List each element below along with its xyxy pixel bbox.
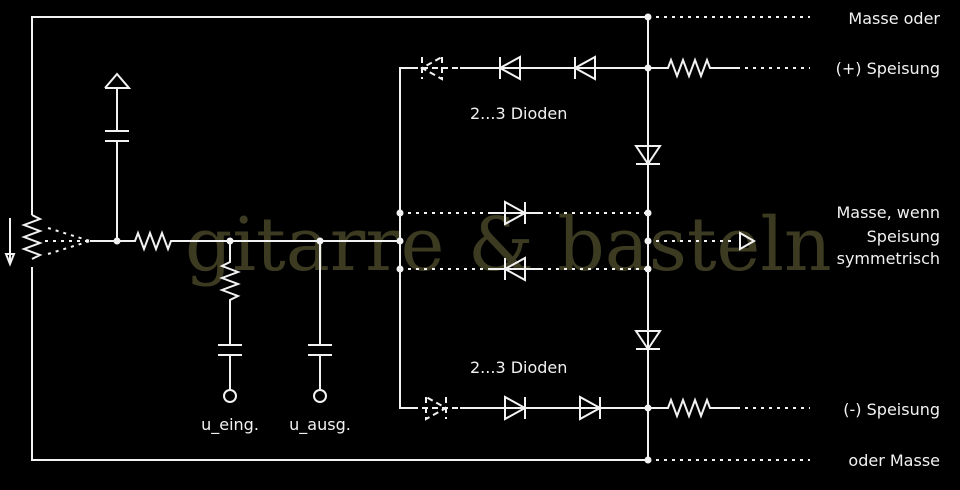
label-masse-wenn-3: symmetrisch	[837, 249, 940, 268]
label-oder-masse: oder Masse	[848, 451, 940, 470]
junction-dot	[644, 456, 652, 464]
label-u-eing: u_eing.	[201, 415, 259, 435]
label-dioden-top: 2...3 Dioden	[470, 104, 567, 123]
output-terminal	[313, 389, 327, 403]
diode-icon	[504, 395, 528, 421]
junction-dot	[644, 209, 652, 217]
potentiometer	[21, 214, 43, 260]
input-terminal	[223, 389, 237, 403]
input-branch	[218, 241, 242, 390]
input-resistor	[90, 230, 400, 252]
diode-icon	[634, 145, 662, 166]
junction-dot	[644, 404, 652, 412]
diode-icon	[504, 200, 528, 226]
pot-wiper	[45, 227, 91, 255]
diode-icon	[502, 256, 526, 282]
label-plus-speisung: (+) Speisung	[836, 59, 940, 78]
diodes	[412, 55, 662, 421]
junction-dot	[226, 237, 234, 245]
label-minus-speisung: (-) Speisung	[843, 400, 940, 419]
diode-icon	[497, 55, 521, 81]
pot-direction-arrow-icon	[4, 218, 16, 267]
ground-arrow-icon	[739, 231, 757, 251]
junctions	[113, 13, 652, 464]
junction-dot	[644, 265, 652, 273]
label-masse-wenn-2: Speisung	[867, 227, 940, 246]
output-branch	[308, 241, 332, 390]
junction-dot	[396, 209, 404, 217]
optional-diode-icon	[419, 55, 443, 81]
junction-dot	[396, 237, 404, 245]
junction-dot	[644, 64, 652, 72]
junction-dot	[644, 237, 652, 245]
label-dioden-bottom: 2...3 Dioden	[470, 358, 567, 377]
junction-dot	[316, 237, 324, 245]
label-masse-oder: Masse oder	[848, 9, 940, 28]
junction-dot	[644, 13, 652, 21]
junction-dot	[113, 237, 121, 245]
diode-icon	[572, 55, 596, 81]
capacitor-to-ground	[104, 72, 132, 241]
diode-icon	[634, 330, 662, 351]
diode-icon	[579, 395, 603, 421]
watermark: gitarre & basteln	[185, 202, 832, 288]
label-masse-wenn-1: Masse, wenn	[836, 203, 940, 222]
junction-dot	[396, 265, 404, 273]
optional-diode-icon	[425, 395, 449, 421]
label-u-ausg: u_ausg.	[289, 415, 351, 435]
